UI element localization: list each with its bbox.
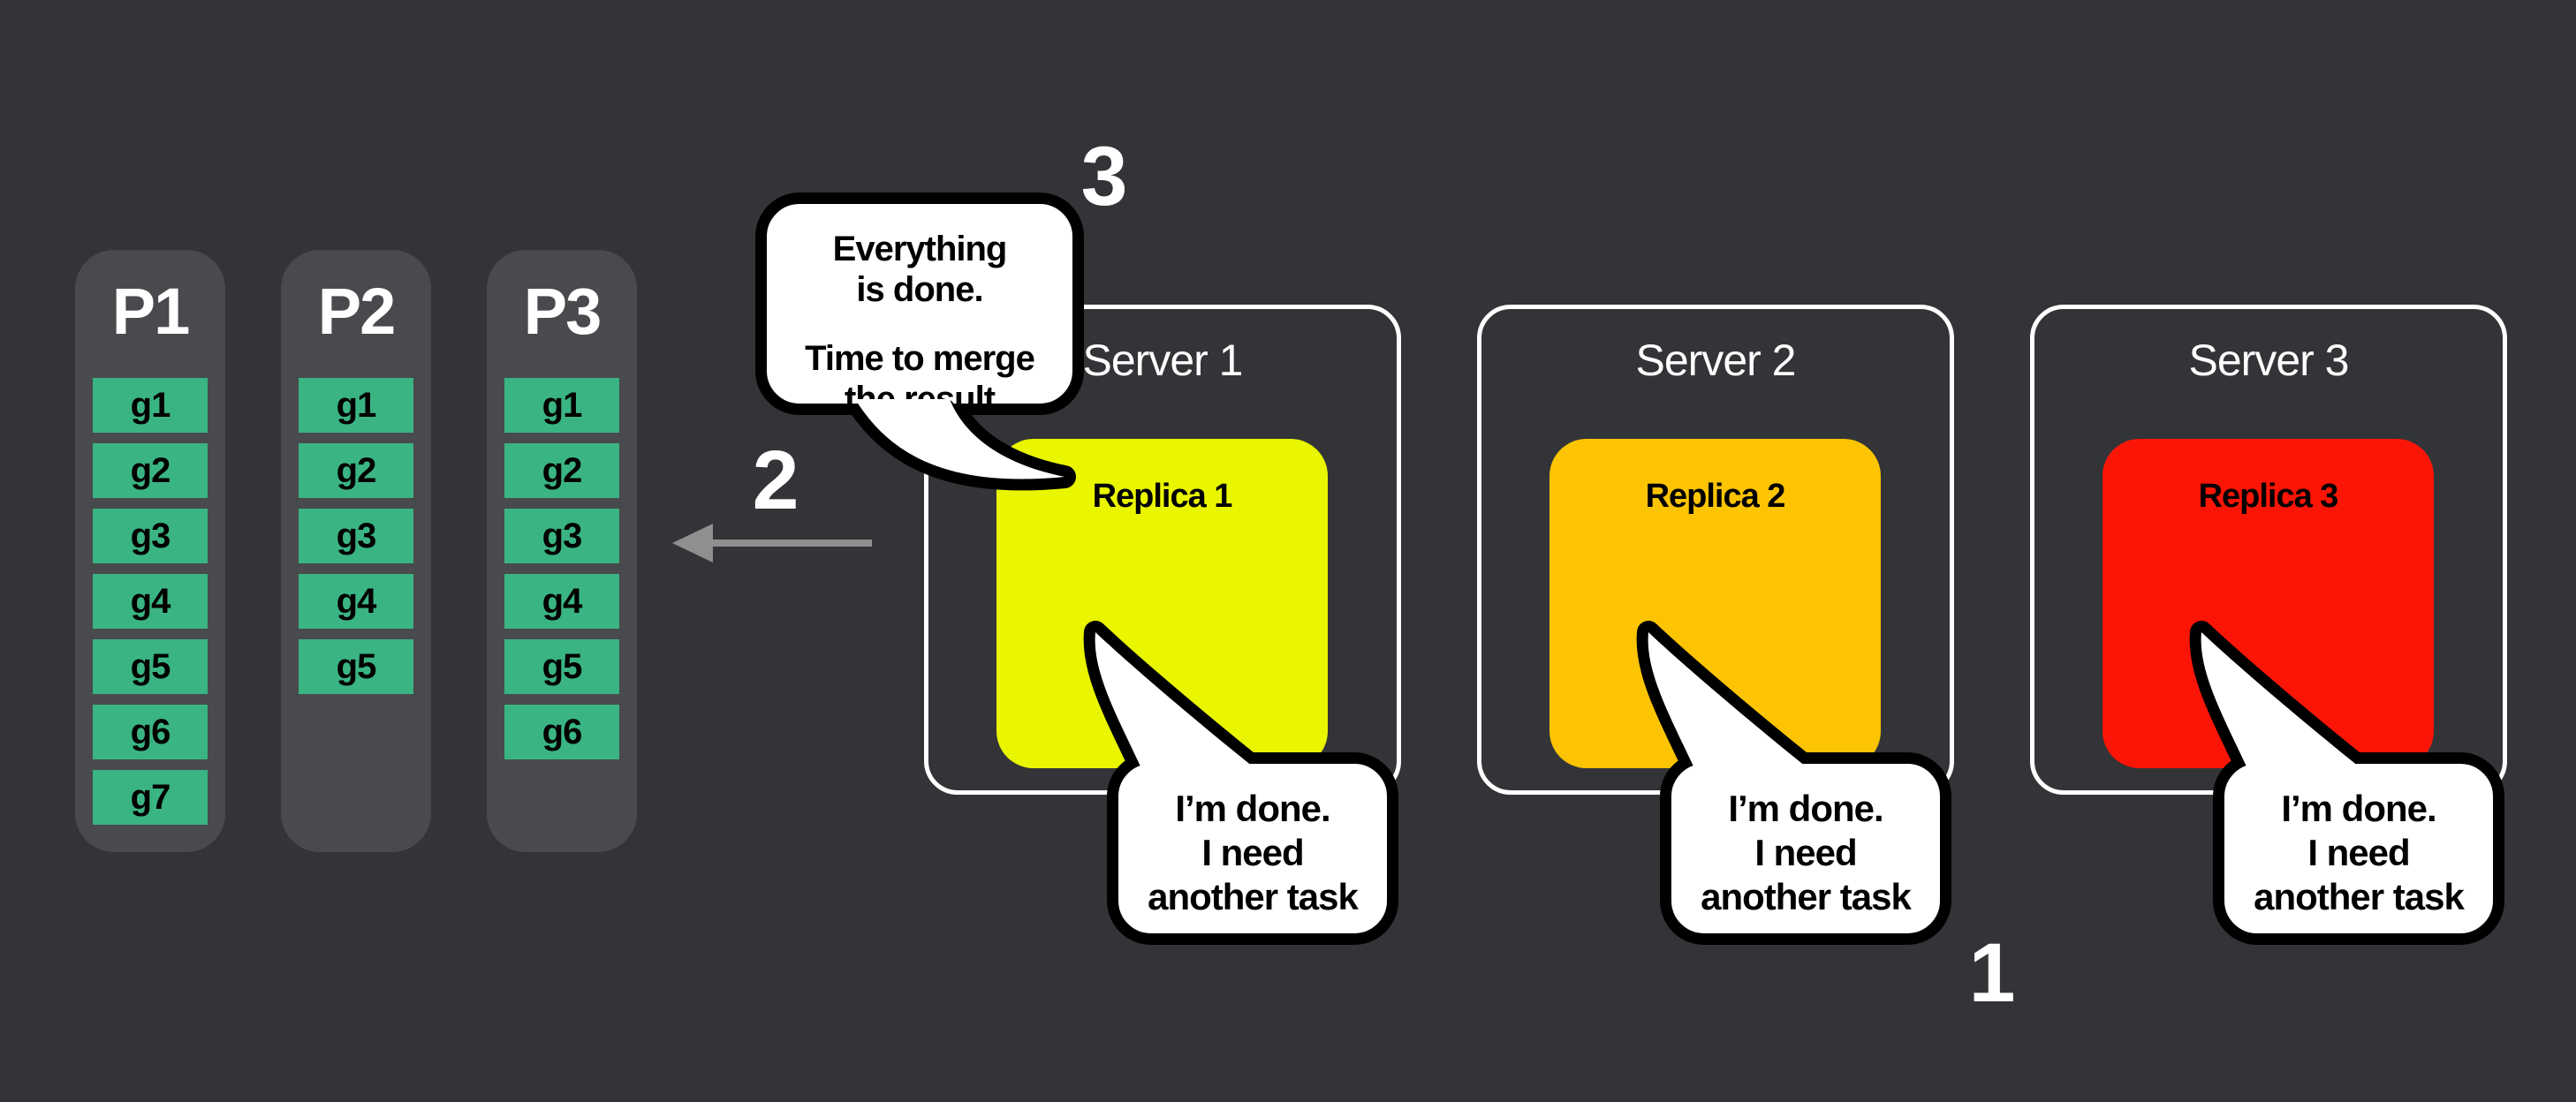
server-3-title: Server 3 xyxy=(2188,336,2350,385)
task-chip: g2 xyxy=(93,443,208,498)
bubble-tail-icon xyxy=(2201,632,2359,766)
task-chip: g4 xyxy=(299,574,413,629)
task-chip: g2 xyxy=(299,443,413,498)
server-1-title: Server 1 xyxy=(1082,336,1244,385)
bubble-tail-icon xyxy=(1648,632,1806,766)
speech-bubble-merge: Everything is done. Time to merge the re… xyxy=(755,192,1084,419)
bubble-text: I’m done. I need another task xyxy=(1148,788,1359,917)
partition-p2-label: P2 xyxy=(317,275,397,348)
bubble-tail-icon xyxy=(855,399,1064,479)
task-chip: g1 xyxy=(93,378,208,433)
task-chip: g5 xyxy=(504,639,619,694)
task-chip: g5 xyxy=(93,639,208,694)
task-chip: g6 xyxy=(504,705,619,759)
replica-1-label: Replica 1 xyxy=(1092,478,1233,515)
partition-p1-label: P1 xyxy=(111,275,191,348)
speech-bubble-server-3: I’m done. I need another task xyxy=(2213,752,2504,945)
merge-arrow-icon xyxy=(672,524,872,562)
server-2-title: Server 2 xyxy=(1635,336,1797,385)
partition-p3-label: P3 xyxy=(523,275,602,348)
task-chip: g1 xyxy=(504,378,619,433)
task-chip: g7 xyxy=(93,770,208,825)
task-chip: g3 xyxy=(299,509,413,563)
bubble-tail-icon xyxy=(1095,632,1253,766)
task-chip: g3 xyxy=(93,509,208,563)
task-chip: g4 xyxy=(93,574,208,629)
bubble-text: I’m done. I need another task xyxy=(2254,788,2465,917)
bubble-text: I’m done. I need another task xyxy=(1701,788,1912,917)
task-chip: g2 xyxy=(504,443,619,498)
replica-2-label: Replica 2 xyxy=(1645,478,1786,515)
task-chip: g6 xyxy=(93,705,208,759)
step-1-label: 1 xyxy=(1968,926,2016,1020)
task-chip: g4 xyxy=(504,574,619,629)
speech-bubble-server-2: I’m done. I need another task xyxy=(1660,752,1951,945)
task-chip: g1 xyxy=(299,378,413,433)
merge-bubble-text-line-1: Everything is done. xyxy=(832,230,1008,309)
task-chip: g3 xyxy=(504,509,619,563)
replica-3-label: Replica 3 xyxy=(2198,478,2339,515)
speech-bubble-server-1: I’m done. I need another task xyxy=(1107,752,1398,945)
step-3-label: 3 xyxy=(1080,130,1128,223)
step-2-label: 2 xyxy=(752,434,799,527)
task-chip: g5 xyxy=(299,639,413,694)
